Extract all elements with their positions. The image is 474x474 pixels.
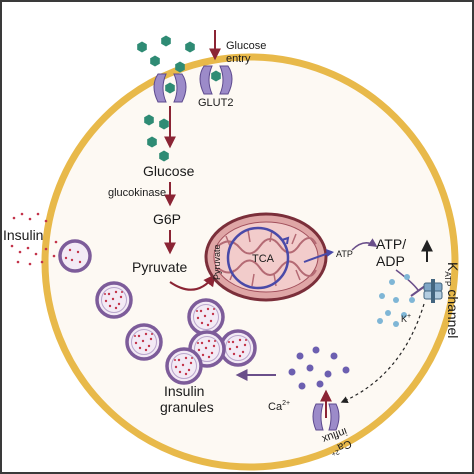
insulin-granule-icon [95, 281, 133, 319]
pyruvate-import-arrow [169, 274, 216, 291]
potassium-ions-group [377, 274, 415, 327]
potassium-label: K+ [401, 313, 411, 324]
insulin-granules-label: Insulin [164, 383, 204, 399]
calcium-label: Ca2+ [268, 400, 290, 413]
influx-ca-label: Ca [335, 437, 353, 453]
glucokinase-label: glucokinase [108, 187, 166, 199]
influx-sup-label: 2+ [330, 448, 340, 457]
pyruvate-mito-label: Pyruvate [212, 244, 222, 280]
tca-label: TCA [252, 253, 275, 265]
insulin-granules-label-line2: granules [160, 399, 214, 415]
glut2-transporter-icon [153, 73, 187, 103]
glut2-transporter-icon [199, 65, 233, 95]
atp-to-ratio-arrow [351, 238, 378, 251]
depolarization-arrow [340, 303, 425, 404]
svg-text:KATPchannel: KATP channel [443, 262, 461, 338]
atp-arrow-head-icon [326, 249, 334, 257]
calcium-channel-icon [312, 403, 340, 431]
tca-cycle-ring [226, 226, 290, 290]
exocytosis-granule-icon [58, 239, 92, 273]
svg-text:Ca2+: Ca2+ [328, 437, 353, 457]
pyruvate-label: Pyruvate [132, 259, 187, 275]
tca-cycle-arrow-icon [281, 236, 290, 245]
atp-label: ATP [336, 249, 353, 259]
katp-channel-label: channel [445, 289, 461, 338]
inhibition-bar-icon [410, 285, 426, 297]
glucose-entry-label: Glucose [226, 40, 266, 52]
atp-adp-label: ATP/ [376, 236, 406, 252]
glucose-label: Glucose [143, 163, 195, 179]
katp-k-label: K [445, 262, 461, 272]
atp-adp-label-line2: ADP [376, 253, 405, 269]
insulin-label: Insulin [3, 227, 43, 243]
katp-channel-label-group: KATP channel [443, 262, 461, 338]
insulin-granule-icon [187, 298, 225, 336]
insulin-granule-icon [125, 323, 163, 361]
g6p-label: G6P [153, 211, 181, 227]
katp-channel-icon [423, 279, 443, 303]
glucose-entry-label-line2: entry [226, 53, 251, 65]
katp-sub-label: ATP [443, 271, 452, 286]
insulin-granule-icon [165, 347, 203, 385]
inhibition-line [395, 269, 419, 291]
insulin-granule-icon [219, 329, 257, 367]
released-insulin-group [10, 212, 58, 266]
glut2-label: GLUT2 [198, 97, 233, 109]
calcium-ions-group [288, 346, 350, 390]
